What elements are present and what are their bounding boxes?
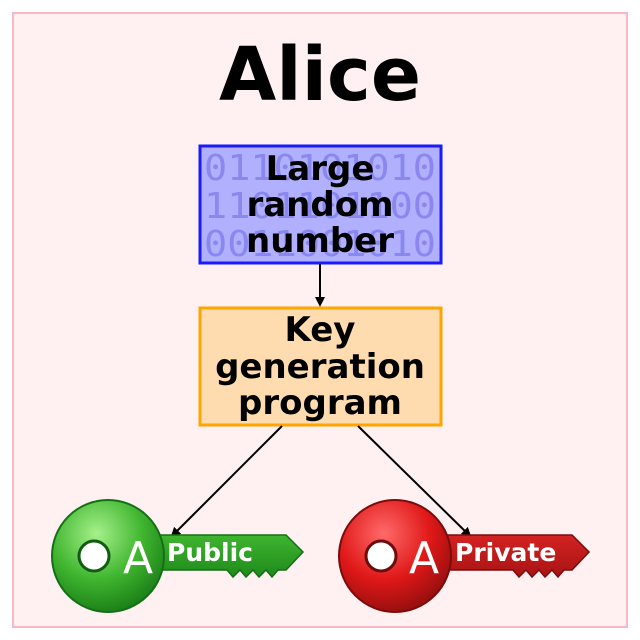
private-key-hole [364, 539, 398, 573]
random-number-box: 0110101010 1101101100 0011001010 Large r… [198, 144, 443, 265]
binary-background: 0110101010 1101101100 0011001010 [204, 148, 436, 265]
keygen-box-line: program [238, 383, 402, 423]
binary-row: 0011001010 [204, 224, 436, 265]
binary-row: 0110101010 [204, 148, 436, 189]
public-key-shaft [139, 534, 305, 579]
private-key-label: Private [455, 538, 556, 567]
arrow-keygen-to-public [170, 425, 283, 538]
public-key-hole [77, 539, 111, 573]
diagram-title: Alice [219, 32, 421, 118]
public-key-label: Public [167, 538, 253, 567]
private-key-shaft [429, 534, 591, 579]
keygen-box-line: Key [285, 310, 356, 350]
random-number-box-frame [198, 144, 443, 265]
key-generation-box-frame [198, 306, 443, 427]
random-box-line: random [246, 185, 393, 225]
private-key-letter: A [409, 533, 439, 584]
arrow-keygen-to-private [357, 425, 472, 538]
random-box-line: number [246, 221, 394, 261]
private-key-icon: A Private [338, 499, 591, 613]
key-generation-box: Key generation program [198, 306, 443, 427]
public-key-letter: A [123, 533, 153, 584]
binary-row: 1101101100 [204, 186, 436, 227]
keygen-box-line: generation [215, 347, 425, 387]
public-key-icon: A Public [51, 499, 305, 613]
random-box-line: Large [266, 149, 375, 189]
